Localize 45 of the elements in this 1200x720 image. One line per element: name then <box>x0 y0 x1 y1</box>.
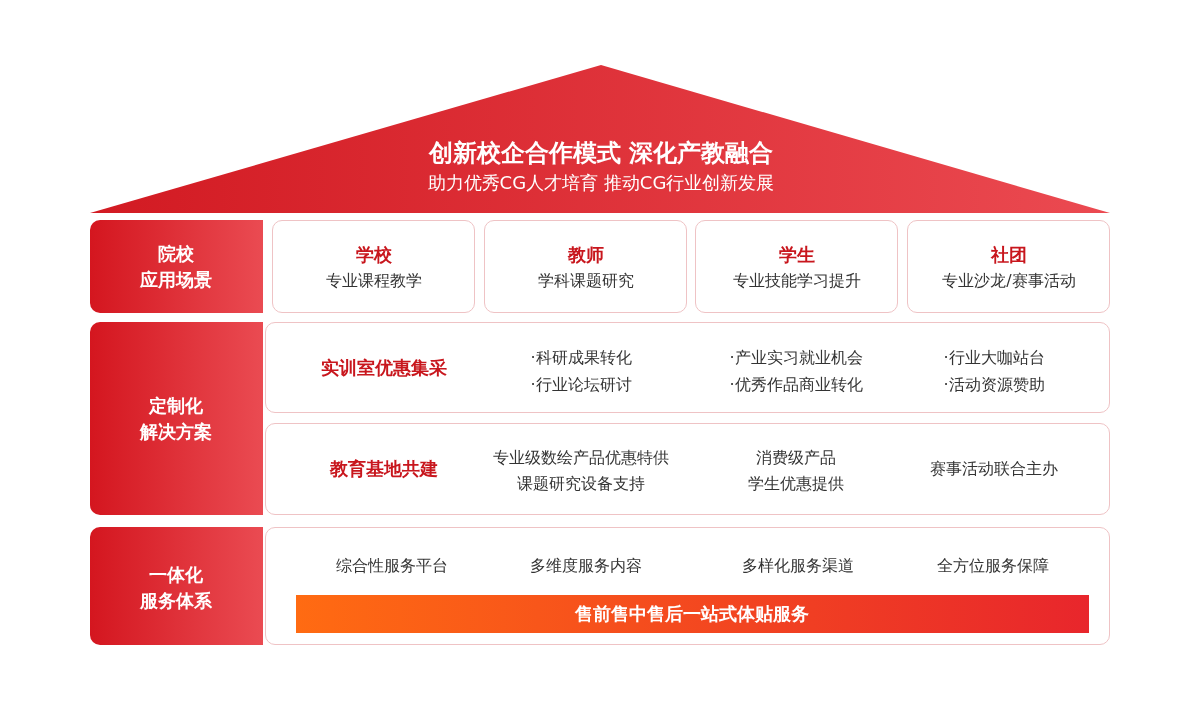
category-panel <box>90 527 263 645</box>
category-label: 一体化 <box>149 564 203 586</box>
item-text: 学生优惠提供 <box>748 474 844 494</box>
row-title: 实训室优惠集采 <box>321 357 447 379</box>
item-text: 专业级数绘产品优惠特供 <box>493 448 669 468</box>
scenario-card <box>484 220 687 313</box>
list-item: ·科研成果转化 <box>530 348 632 368</box>
list-item: ·产业实习就业机会 <box>729 348 863 368</box>
roof-banner <box>90 65 1110 213</box>
card-text: 专业沙龙/赛事活动 <box>942 271 1076 291</box>
solution-row <box>265 423 1110 515</box>
list-item: ·行业论坛研讨 <box>530 375 632 395</box>
heading: 创新校企合作模式 深化产教融合 <box>428 138 774 168</box>
card-text: 专业课程教学 <box>326 271 422 291</box>
item-text: 消费级产品 <box>756 448 836 468</box>
category-label: 院校 <box>158 243 194 265</box>
card-text: 学科课题研究 <box>538 271 634 291</box>
scenario-card <box>272 220 475 313</box>
card-title: 学校 <box>356 244 392 266</box>
row-title: 教育基地共建 <box>330 458 438 480</box>
category-panel <box>90 322 263 515</box>
service-row <box>265 527 1110 645</box>
service-banner: 售前售中售后一站式体贴服务 <box>296 595 1089 633</box>
item-text: 赛事活动联合主办 <box>930 459 1058 479</box>
category-label: 定制化 <box>149 395 203 417</box>
service-item: 多样化服务渠道 <box>742 556 854 576</box>
scenario-card <box>907 220 1110 313</box>
card-title: 教师 <box>568 244 604 266</box>
solution-row <box>265 322 1110 413</box>
service-item: 全方位服务保障 <box>937 556 1049 576</box>
card-title: 社团 <box>991 244 1027 266</box>
category-panel <box>90 220 263 313</box>
service-item: 综合性服务平台 <box>336 556 448 576</box>
subheading: 助力优秀CG人才培育 推动CG行业创新发展 <box>427 172 775 194</box>
list-item: ·优秀作品商业转化 <box>729 375 863 395</box>
item-text: 课题研究设备支持 <box>517 474 645 494</box>
category-label: 应用场景 <box>140 269 212 291</box>
card-text: 专业技能学习提升 <box>733 271 861 291</box>
list-item: ·活动资源赞助 <box>943 375 1045 395</box>
category-label: 服务体系 <box>140 590 212 612</box>
service-item: 多维度服务内容 <box>530 556 642 576</box>
scenario-card <box>695 220 898 313</box>
category-label: 解决方案 <box>140 421 212 443</box>
list-item: ·行业大咖站台 <box>943 348 1045 368</box>
card-title: 学生 <box>779 244 815 266</box>
